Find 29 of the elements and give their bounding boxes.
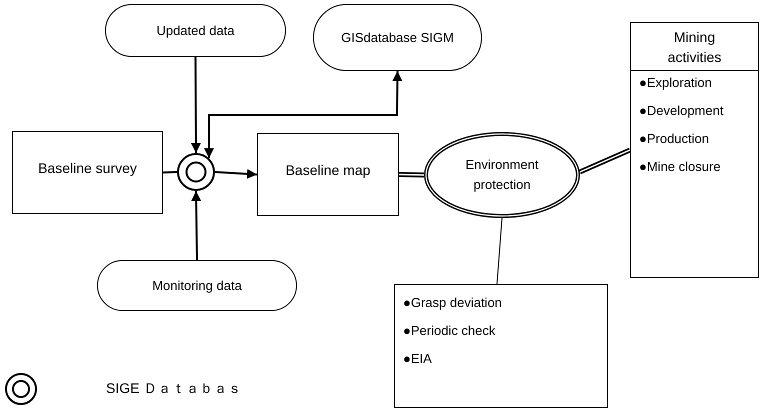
node-label: GISdatabase SIGM xyxy=(340,30,455,46)
node-label: Environment protection xyxy=(464,156,540,194)
node-label: Updated data xyxy=(155,22,236,38)
list-item: ●EIA xyxy=(403,351,432,367)
list-item: ●Periodic check xyxy=(403,323,496,339)
process-box xyxy=(12,131,163,214)
node-label: Baseline survey xyxy=(37,160,138,176)
arrow xyxy=(214,168,258,179)
list-item: ●Development xyxy=(639,103,724,119)
process-box xyxy=(257,133,399,216)
list-item: ●Production xyxy=(639,131,710,147)
arrow xyxy=(190,57,201,153)
arrow xyxy=(191,190,202,260)
node-label: Baseline map xyxy=(284,162,372,178)
list-item: ●Mine closure xyxy=(639,159,721,175)
connector-line xyxy=(496,218,502,284)
double-line-connector xyxy=(398,172,424,178)
list-box xyxy=(394,284,608,408)
terminator-shape xyxy=(97,260,297,311)
terminator-shape xyxy=(105,4,286,57)
list-item: ●Grasp deviation xyxy=(403,295,502,311)
double-line-connector xyxy=(578,148,631,174)
box-heading: Mining activities xyxy=(666,28,722,66)
legend-label: SIGE Ｄａｔａｂａｓ xyxy=(106,380,242,396)
node-label: Monitoring data xyxy=(151,278,243,294)
list-box xyxy=(630,22,759,278)
list-item: ●Exploration xyxy=(639,75,712,91)
arrow xyxy=(204,70,402,158)
connector-line xyxy=(162,171,178,174)
